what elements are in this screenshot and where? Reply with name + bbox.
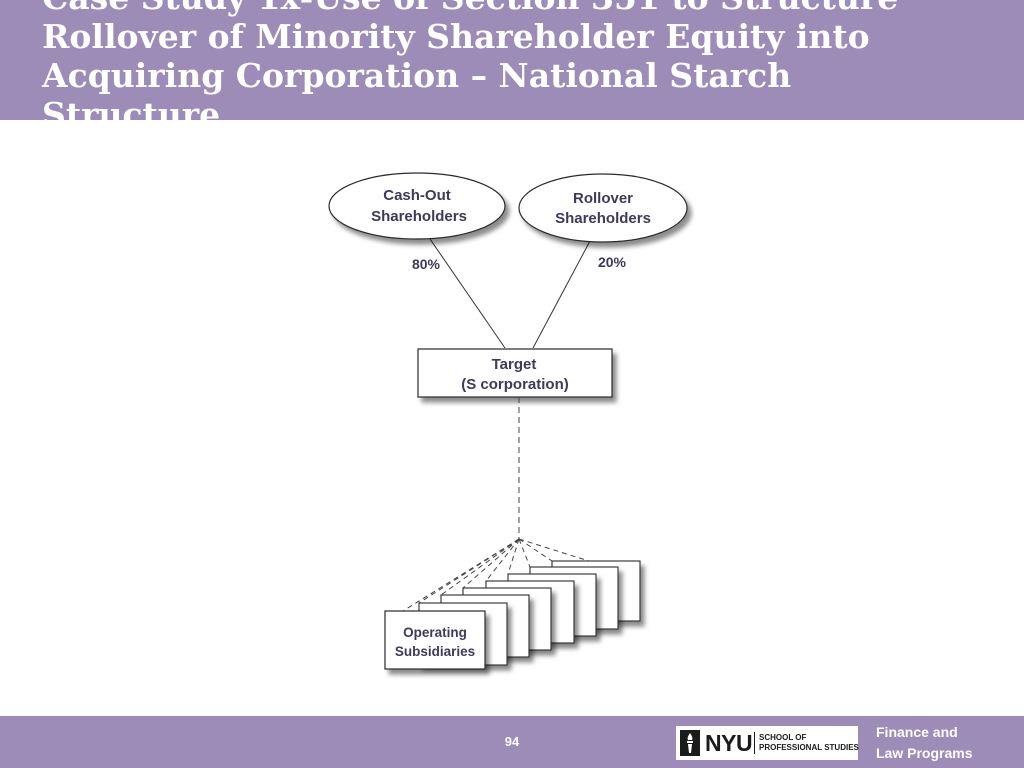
cash-out-percentage: 80% bbox=[412, 256, 441, 272]
subsidiaries-label-line1: Operating bbox=[403, 625, 467, 640]
rollover-ownership-line bbox=[532, 240, 591, 349]
operating-subsidiaries-stack: Operating Subsidiaries bbox=[384, 560, 641, 670]
cash-out-label-line1: Cash-Out bbox=[383, 187, 451, 204]
rollover-percentage: 20% bbox=[598, 254, 627, 270]
rollover-label-line1: Rollover bbox=[573, 190, 633, 207]
page-number: 94 bbox=[504, 734, 520, 749]
nyu-sps-logo: NYU SCHOOL OF PROFESSIONAL STUDIES bbox=[676, 726, 859, 760]
nyu-logo-wordmark: NYU bbox=[705, 730, 753, 756]
cash-out-label-line2: Shareholders bbox=[371, 208, 467, 225]
school-name: SCHOOL OF PROFESSIONAL STUDIES bbox=[759, 733, 859, 752]
title-band: Case Study 1x-Use of Section 351 to Stru… bbox=[0, 0, 1024, 120]
logo-divider bbox=[754, 732, 755, 754]
cash-out-shareholders-node: Cash-Out Shareholders bbox=[328, 172, 506, 240]
subsidiaries-label-line2: Subsidiaries bbox=[395, 644, 475, 659]
program-name: Finance and Law Programs bbox=[876, 724, 973, 761]
rollover-label-line2: Shareholders bbox=[555, 210, 651, 227]
target-label-line2: (S corporation) bbox=[461, 376, 569, 393]
nyu-torch-icon bbox=[680, 730, 700, 756]
target-node: Target (S corporation) bbox=[417, 348, 613, 398]
ownership-structure-diagram: Cash-Out Shareholders Rollover Sharehold… bbox=[328, 172, 688, 670]
footer-band: 94 NYU SCHOOL OF PROFESSIONAL STUDIES Fi… bbox=[0, 716, 1024, 768]
target-label-line1: Target bbox=[492, 356, 537, 373]
slide-title: Case Study 1x-Use of Section 351 to Stru… bbox=[42, 0, 898, 120]
subsidiary-fan-lines bbox=[402, 538, 590, 612]
rollover-shareholders-node: Rollover Shareholders bbox=[518, 173, 688, 243]
subsidiary-card-front bbox=[384, 610, 486, 670]
cash-out-ownership-line bbox=[429, 238, 506, 349]
